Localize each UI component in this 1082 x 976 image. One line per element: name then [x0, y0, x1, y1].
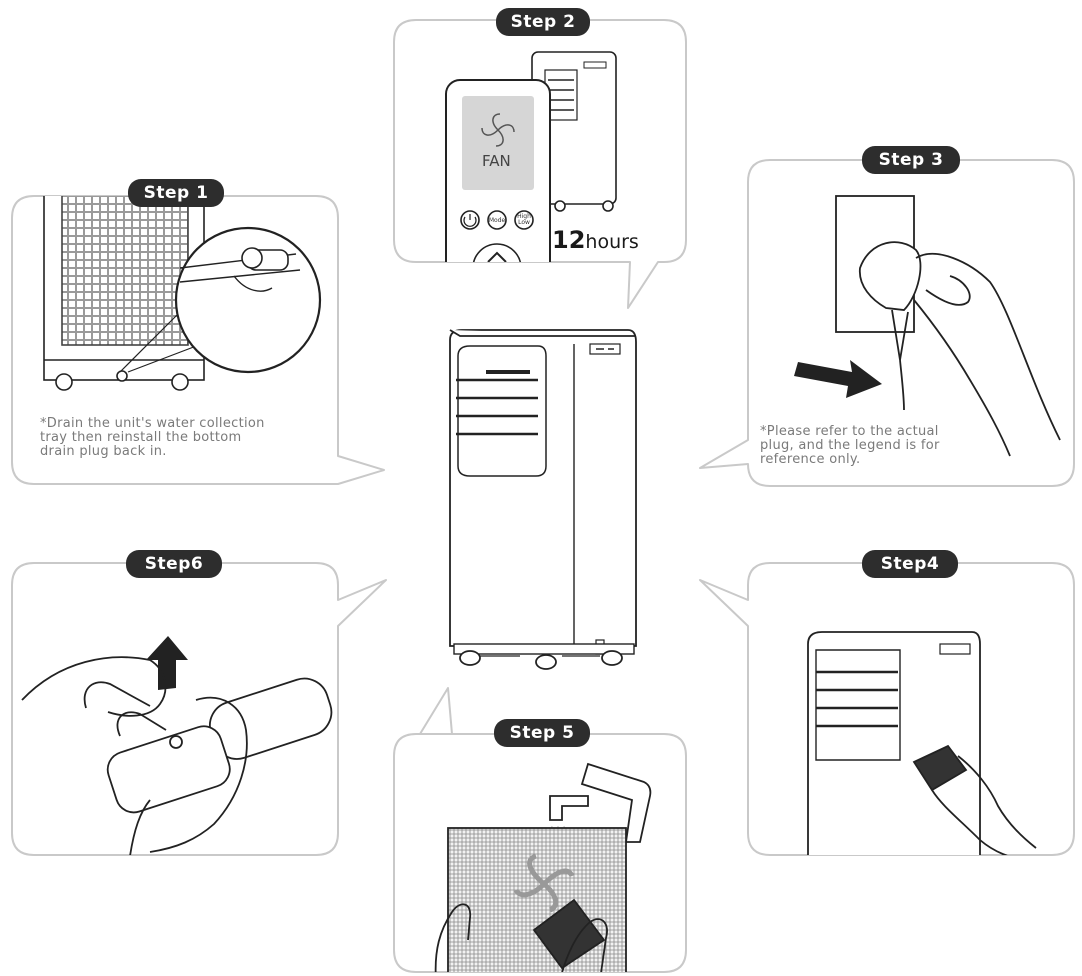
- step1-note-line: drain plug back in.: [40, 445, 320, 459]
- remote-speed-button-text: High Low: [515, 214, 533, 226]
- step5-label: Step 5: [494, 719, 590, 747]
- step6-label: Step6: [126, 550, 222, 578]
- duration-value: 12: [552, 226, 585, 254]
- duration-unit: hours: [585, 231, 638, 253]
- step2-label: Step 2: [496, 8, 590, 36]
- step3-note: *Please refer to the actual plug, and th…: [760, 425, 1040, 467]
- step3-note-line: *Please refer to the actual: [760, 425, 1040, 439]
- remote-screen-fan-text: FAN: [482, 152, 511, 170]
- step3-label: Step 3: [862, 146, 960, 174]
- duration-readout: 12hours: [552, 226, 639, 254]
- remote-mode-button-text: Mode: [488, 217, 506, 224]
- step4-label: Step4: [862, 550, 958, 578]
- portable-ac-unit: [450, 330, 636, 669]
- power-icon: [461, 211, 479, 229]
- step1-note-line: *Drain the unit's water collection: [40, 417, 320, 431]
- step1-note-line: tray then reinstall the bottom: [40, 431, 320, 445]
- step1-label: Step 1: [128, 179, 224, 207]
- step1-note: *Drain the unit's water collection tray …: [40, 417, 320, 459]
- step3-note-line: plug, and the legend is for: [760, 439, 1040, 453]
- step3-note-line: reference only.: [760, 453, 1040, 467]
